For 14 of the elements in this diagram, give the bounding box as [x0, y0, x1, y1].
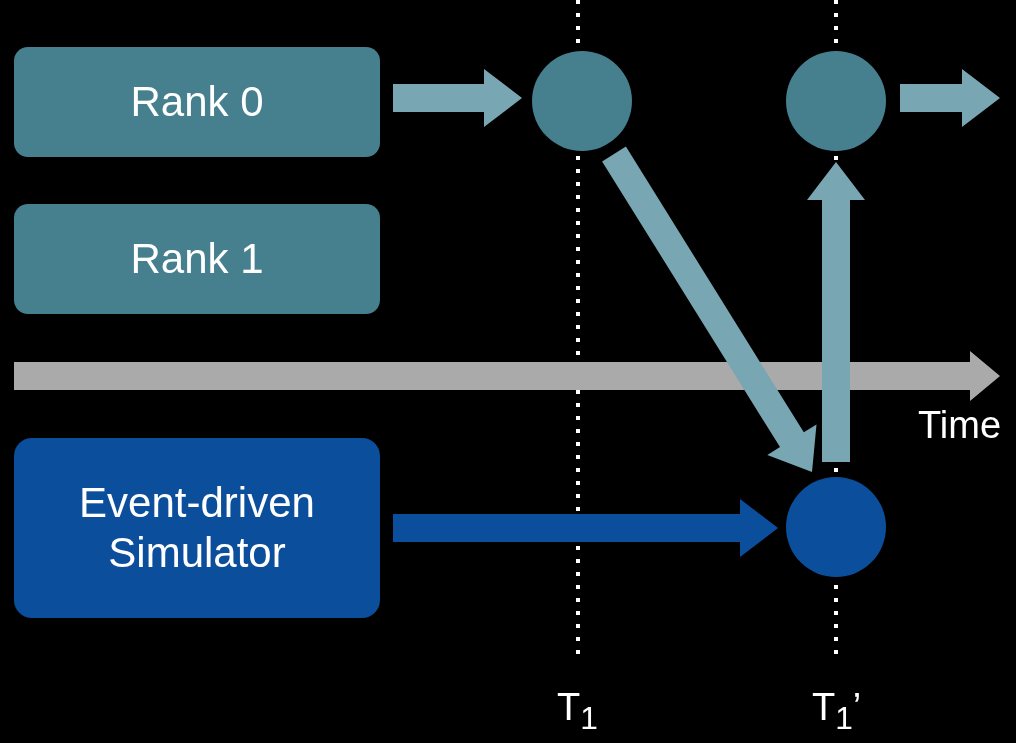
arrow: [393, 69, 522, 127]
arrow: [900, 69, 1000, 127]
box-label: Event-driven Simulator: [78, 477, 316, 578]
box-label: Rank 1: [130, 233, 264, 284]
arrow: [393, 499, 778, 557]
process-box: [14, 204, 380, 314]
time-marker-label: T$_{1}$’: [812, 686, 862, 737]
arrow: [807, 162, 865, 462]
process-box: [14, 438, 380, 618]
axis-label: Time: [918, 404, 1002, 447]
arrow: [602, 146, 817, 472]
process-box: [14, 47, 380, 157]
time-marker-label: T$_{1}$: [557, 686, 598, 737]
box-label: Rank 0: [130, 76, 264, 127]
